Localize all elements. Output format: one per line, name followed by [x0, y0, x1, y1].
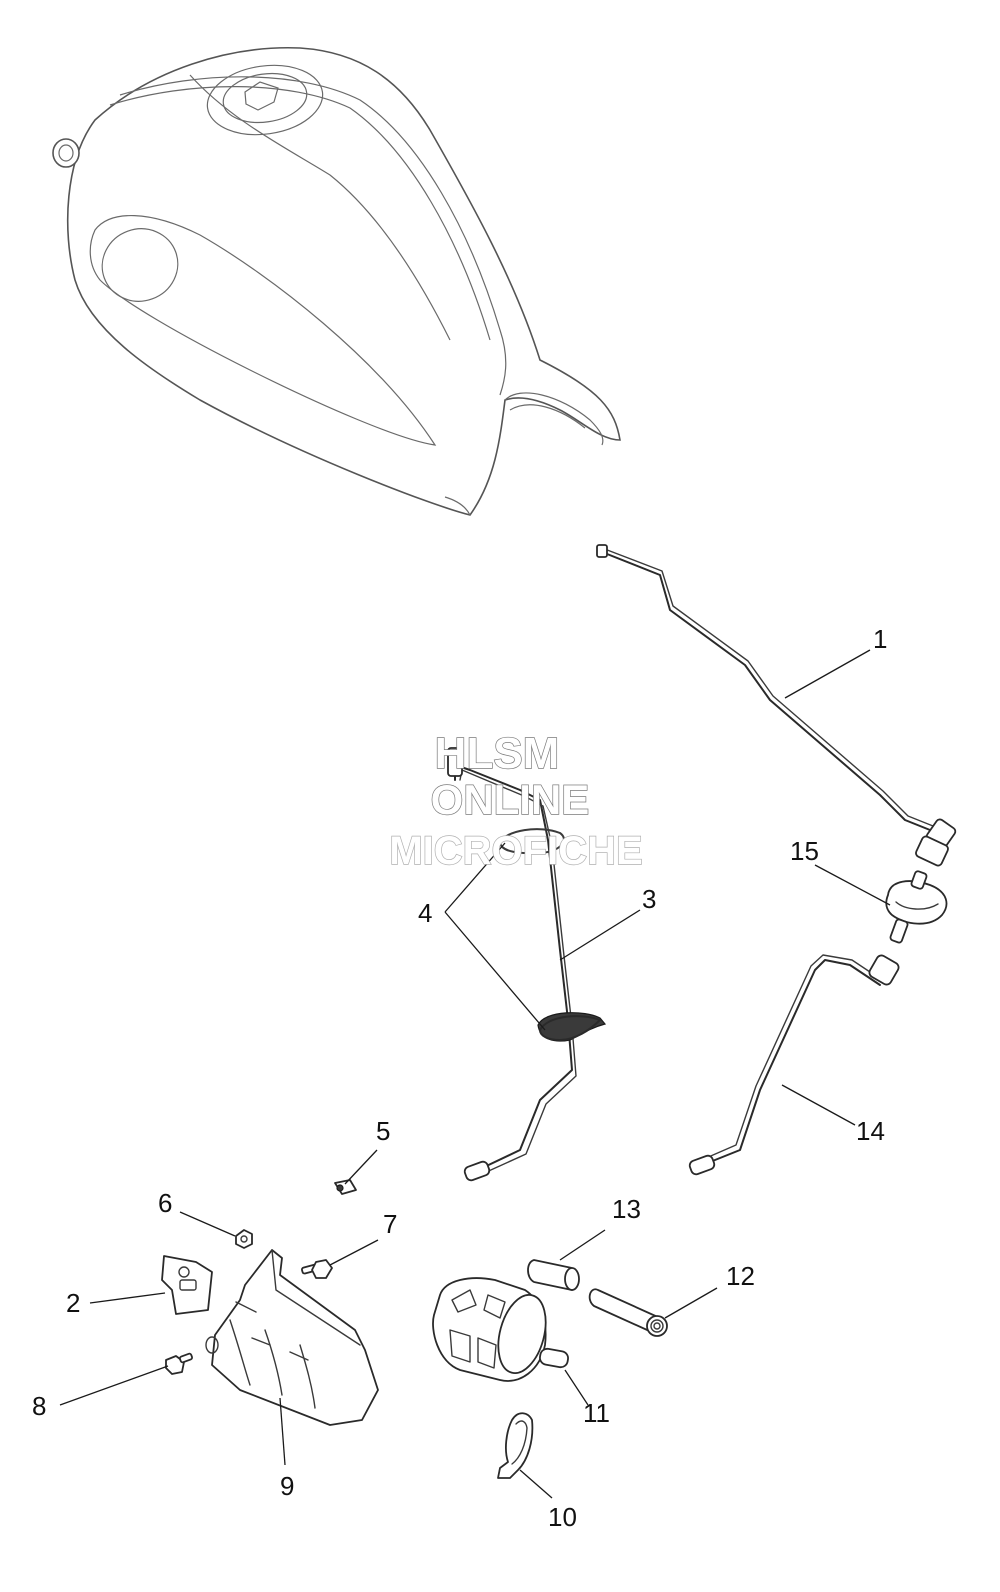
callout-7: 7 — [383, 1209, 397, 1239]
short-hose — [527, 1259, 580, 1291]
bolt-lower — [165, 1352, 194, 1375]
hose-with-spring — [588, 1288, 668, 1337]
fuel-tank — [52, 46, 621, 516]
callout-13: 13 — [612, 1194, 641, 1224]
small-clip — [334, 1179, 357, 1195]
watermark: HLSM ONLINE MICROFICHE — [389, 728, 644, 873]
callout-labels: 1 2 3 4 5 6 7 8 9 10 11 12 13 14 15 — [32, 624, 887, 1532]
callout-14: 14 — [856, 1116, 885, 1146]
canister-shield — [205, 1249, 379, 1426]
callout-3: 3 — [642, 884, 656, 914]
callout-2: 2 — [66, 1288, 80, 1318]
callout-15: 15 — [790, 836, 819, 866]
callout-11: 11 — [583, 1398, 610, 1428]
hose-center — [447, 747, 577, 1182]
leader-lines — [59, 649, 891, 1499]
strap-clamp — [497, 1412, 534, 1479]
hose-clamps — [499, 828, 607, 1042]
callout-1: 1 — [873, 624, 887, 654]
nut — [235, 1229, 253, 1249]
watermark-line-2: ONLINE — [431, 776, 590, 823]
callout-5: 5 — [376, 1116, 390, 1146]
bolt-upper — [301, 1259, 333, 1279]
hose-lower-right — [688, 954, 900, 1176]
callout-12: 12 — [726, 1261, 755, 1291]
watermark-line-3: MICROFICHE — [389, 829, 642, 873]
mounting-bracket — [161, 1255, 213, 1315]
callout-4: 4 — [418, 898, 432, 928]
charcoal-canister — [432, 1277, 569, 1382]
vent-hose — [596, 544, 957, 867]
vent-valve — [885, 870, 948, 944]
callout-10: 10 — [548, 1502, 577, 1532]
callout-6: 6 — [158, 1188, 172, 1218]
callout-9: 9 — [280, 1471, 294, 1501]
callout-8: 8 — [32, 1391, 46, 1421]
watermark-line-1: HLSM — [435, 729, 560, 778]
